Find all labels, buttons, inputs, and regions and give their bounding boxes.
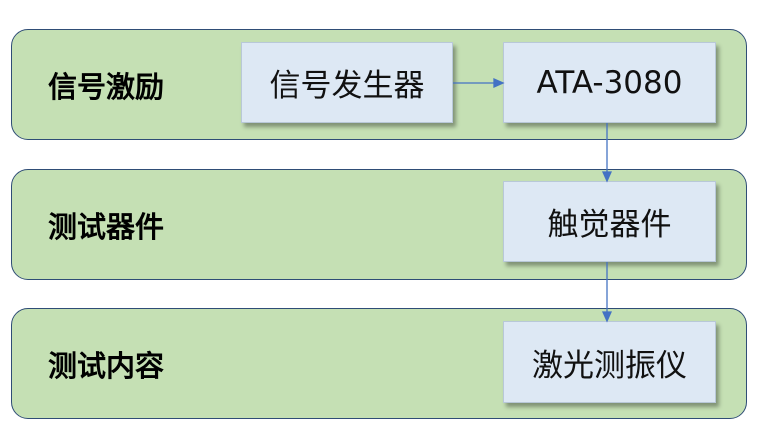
node-haptic-device: 触觉器件 [503, 181, 716, 262]
node-ata-3080: ATA-3080 [503, 42, 716, 123]
node-signal-generator: 信号发生器 [241, 42, 453, 123]
node-laser-vibrometer: 激光测振仪 [503, 321, 716, 403]
lane-label-test-content: 测试内容 [48, 348, 165, 383]
lane-label-signal-excitation: 信号激励 [48, 69, 165, 104]
lane-label-device-under-test: 测试器件 [48, 209, 165, 244]
